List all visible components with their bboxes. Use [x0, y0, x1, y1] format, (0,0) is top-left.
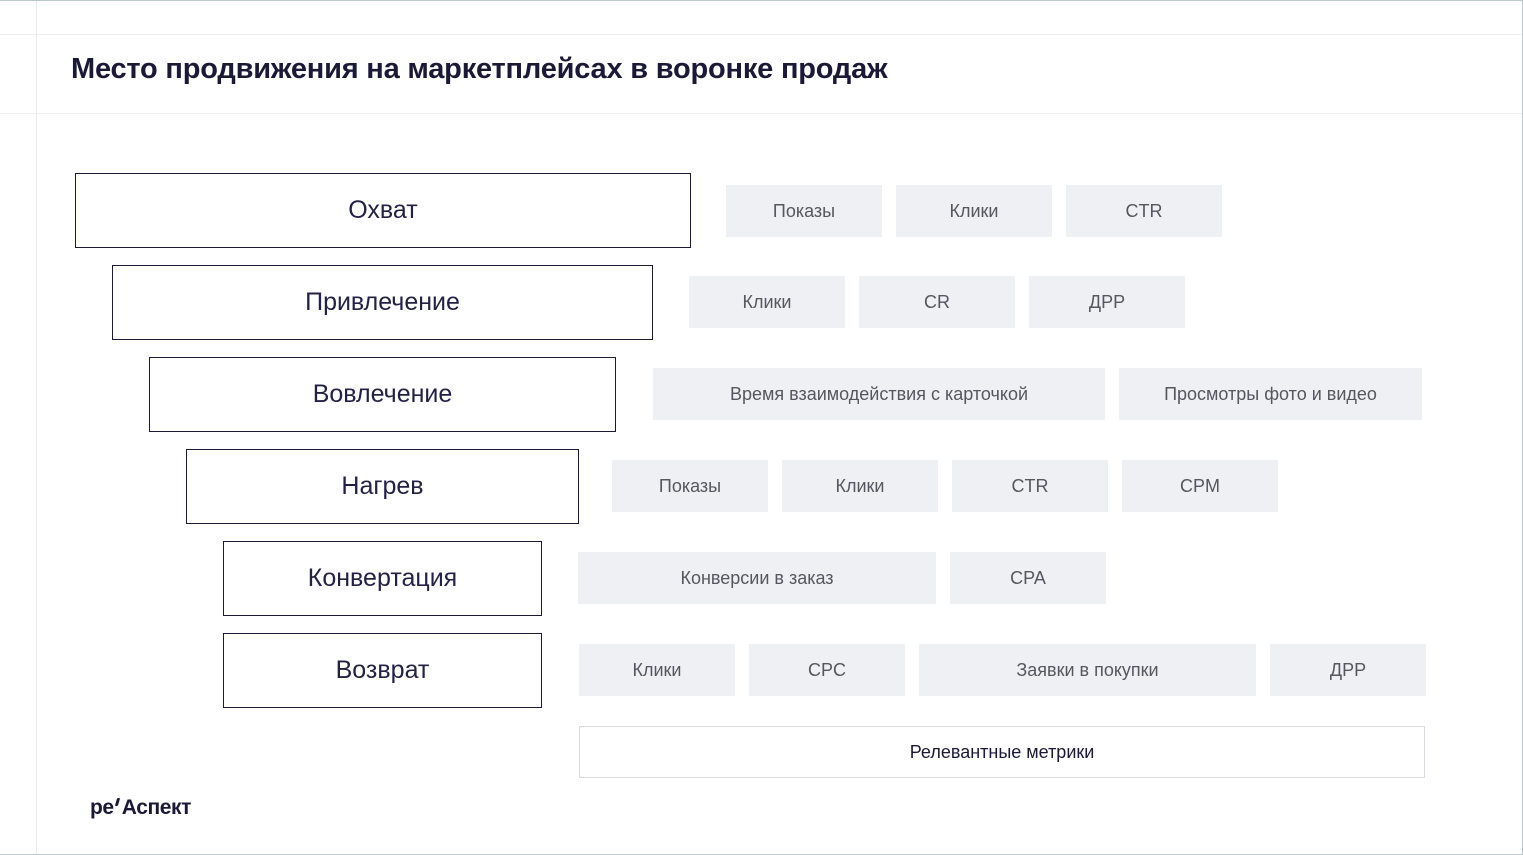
- funnel-step[interactable]: Конвертация: [223, 541, 542, 616]
- metric-chip[interactable]: Просмотры фото и видео: [1119, 368, 1422, 420]
- grid-rule-vertical: [36, 1, 37, 854]
- funnel-step[interactable]: Вовлечение: [149, 357, 616, 432]
- metric-row: Показы Клики CTR CPM: [612, 460, 1278, 512]
- logo-prefix: ре: [90, 796, 114, 819]
- funnel-step-label: Возврат: [335, 656, 430, 684]
- page-title: Место продвижения на маркетплейсах в вор…: [71, 53, 888, 85]
- metric-chip[interactable]: Клики: [689, 276, 845, 328]
- metric-chip[interactable]: Время взаимодействия с карточкой: [653, 368, 1105, 420]
- funnel-step[interactable]: Нагрев: [186, 449, 579, 524]
- brand-logo: ре Аспект: [90, 796, 191, 820]
- metric-chip[interactable]: CPC: [749, 644, 905, 696]
- metric-chip[interactable]: Конверсии в заказ: [578, 552, 936, 604]
- funnel-step[interactable]: Возврат: [223, 633, 542, 708]
- metric-chip[interactable]: Клики: [896, 185, 1052, 237]
- metric-row: Время взаимодействия с карточкой Просмотр…: [653, 368, 1422, 420]
- grid-rule-horizontal-under-title: [0, 113, 1522, 114]
- logo-suffix: Аспект: [121, 796, 192, 819]
- metric-chip[interactable]: ДРР: [1029, 276, 1185, 328]
- metric-row: Конверсии в заказ CPA: [578, 552, 1106, 604]
- funnel-step[interactable]: Охват: [75, 173, 691, 248]
- logo-tick-icon: [115, 798, 122, 807]
- metric-chip[interactable]: CPM: [1122, 460, 1278, 512]
- metric-chip[interactable]: Клики: [782, 460, 938, 512]
- grid-rule-horizontal-top: [0, 34, 1522, 35]
- metric-chip[interactable]: CTR: [1066, 185, 1222, 237]
- metric-chip[interactable]: CPA: [950, 552, 1106, 604]
- metric-chip[interactable]: Показы: [612, 460, 768, 512]
- metric-chip[interactable]: Заявки в покупки: [919, 644, 1256, 696]
- funnel-step-label: Привлечение: [305, 288, 460, 316]
- funnel-step-label: Конвертация: [307, 564, 458, 592]
- metric-chip[interactable]: CR: [859, 276, 1015, 328]
- funnel-step-label: Охват: [348, 196, 418, 224]
- legend-relevant-metrics: Релевантные метрики: [579, 726, 1425, 778]
- funnel-step-label: Нагрев: [341, 472, 424, 500]
- metric-chip[interactable]: CTR: [952, 460, 1108, 512]
- funnel-step[interactable]: Привлечение: [112, 265, 653, 340]
- metric-chip[interactable]: Клики: [579, 644, 735, 696]
- metric-chip[interactable]: Показы: [726, 185, 882, 237]
- metric-row: Показы Клики CTR: [726, 185, 1222, 237]
- metric-row: Клики CPC Заявки в покупки ДРР: [579, 644, 1426, 696]
- metric-chip[interactable]: ДРР: [1270, 644, 1426, 696]
- metric-row: Клики CR ДРР: [689, 276, 1185, 328]
- funnel-step-label: Вовлечение: [312, 380, 453, 408]
